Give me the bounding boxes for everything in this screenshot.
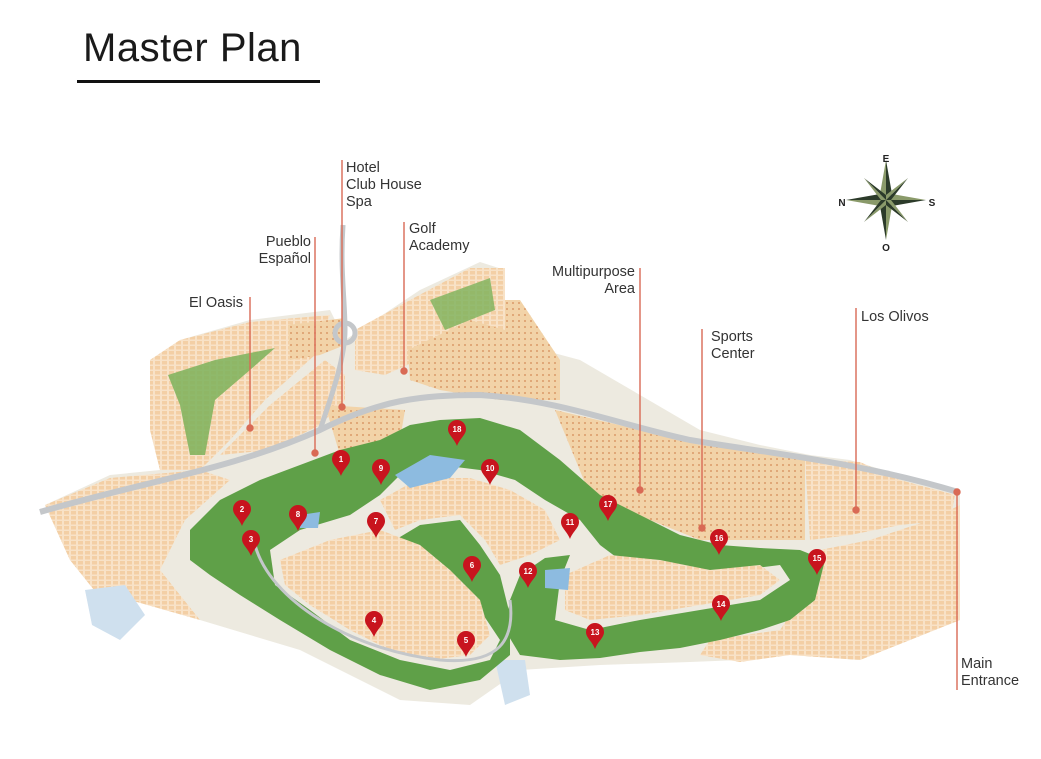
hole-pin-9: 9 bbox=[372, 459, 390, 485]
zone-golf-academy-green bbox=[430, 278, 495, 330]
south-road bbox=[253, 544, 513, 663]
compass-east-label: E bbox=[883, 154, 890, 165]
hole-pin-14: 14 bbox=[712, 595, 730, 621]
hole-number: 18 bbox=[453, 425, 462, 434]
hole-number: 13 bbox=[591, 628, 600, 637]
hole-pin-3: 3 bbox=[242, 530, 260, 556]
map-pin-icon bbox=[712, 595, 730, 621]
map-pin-icon bbox=[710, 529, 728, 555]
map-pin-icon bbox=[332, 450, 350, 476]
zone-hotel-dots bbox=[288, 318, 345, 360]
hole-number: 15 bbox=[813, 554, 822, 563]
golf-inner-housing-2 bbox=[380, 478, 560, 565]
hole-pin-12: 12 bbox=[519, 562, 537, 588]
label-sports: Sports Center bbox=[711, 329, 755, 362]
compass-rose-icon bbox=[846, 160, 926, 240]
label-pueblo: Pueblo Español bbox=[258, 234, 311, 267]
hole-number: 1 bbox=[339, 455, 344, 464]
golf-inner-housing-3 bbox=[565, 555, 780, 620]
leader-dot-pueblo bbox=[311, 449, 319, 457]
compass-south-label: S bbox=[929, 198, 936, 209]
hole-pin-15: 15 bbox=[808, 549, 826, 575]
leader-dot-golf-academy bbox=[400, 367, 408, 375]
map-pin-icon bbox=[289, 505, 307, 531]
hole-pin-13: 13 bbox=[586, 623, 604, 649]
hole-number: 4 bbox=[372, 616, 377, 625]
map-pin-icon bbox=[808, 549, 826, 575]
label-main-entrance: Main Entrance bbox=[961, 656, 1020, 689]
map-pin-icon bbox=[481, 459, 499, 485]
leader-dot-main-entrance bbox=[953, 488, 961, 496]
label-multipurpose: Multipurpose Area bbox=[551, 264, 635, 297]
lake-south bbox=[495, 660, 530, 705]
leader-dot-multipurpose bbox=[636, 486, 644, 494]
zone-multipurpose-dots-2 bbox=[555, 410, 805, 540]
label-golf-academy: Golf Academy bbox=[409, 221, 470, 254]
map-pin-icon bbox=[599, 495, 617, 521]
map-pin-icon bbox=[586, 623, 604, 649]
hole-number: 5 bbox=[464, 636, 469, 645]
map-pin-icon bbox=[372, 459, 390, 485]
pond-1 bbox=[395, 455, 465, 488]
hole-pin-6: 6 bbox=[463, 556, 481, 582]
map-pin-icon bbox=[519, 562, 537, 588]
map-pin-icon bbox=[448, 420, 466, 446]
hole-pin-1: 1 bbox=[332, 450, 350, 476]
hole-number: 16 bbox=[715, 534, 724, 543]
map-pin-icon bbox=[457, 631, 475, 657]
zone-east-entrance bbox=[700, 505, 960, 662]
map-pin-icon bbox=[463, 556, 481, 582]
hotel-roundabout bbox=[332, 320, 358, 346]
zone-el-oasis-green bbox=[168, 348, 275, 455]
hole-number: 3 bbox=[249, 535, 254, 544]
hole-pin-4: 4 bbox=[365, 611, 383, 637]
map-pin-icon bbox=[367, 512, 385, 538]
map-pin-icon bbox=[365, 611, 383, 637]
label-el-oasis: El Oasis bbox=[189, 295, 243, 311]
leader-dot-sports bbox=[698, 524, 706, 532]
hole-pin-7: 7 bbox=[367, 512, 385, 538]
pond-3 bbox=[545, 568, 570, 590]
hole-pin-8: 8 bbox=[289, 505, 307, 531]
hole-pin-5: 5 bbox=[457, 631, 475, 657]
map-pin-icon bbox=[561, 513, 579, 539]
lake-west bbox=[85, 585, 145, 640]
hole-number: 9 bbox=[379, 464, 384, 473]
hole-number: 7 bbox=[374, 517, 379, 526]
compass-north-label: N bbox=[838, 198, 845, 209]
page-title: Master Plan bbox=[83, 26, 302, 70]
label-los-olivos: Los Olivos bbox=[861, 309, 929, 325]
hole-number: 14 bbox=[717, 600, 726, 609]
zone-multipurpose-dots bbox=[408, 300, 560, 400]
compass-west-label: O bbox=[882, 243, 890, 254]
leader-dot-los-olivos bbox=[852, 506, 860, 514]
main-road bbox=[39, 391, 959, 515]
label-hotel: Hotel Club House Spa bbox=[346, 160, 422, 210]
hole-pin-16: 16 bbox=[710, 529, 728, 555]
hole-pin-2: 2 bbox=[233, 500, 251, 526]
hole-number: 17 bbox=[604, 500, 613, 509]
hole-pin-11: 11 bbox=[561, 513, 579, 539]
hole-number: 8 bbox=[296, 510, 301, 519]
map-pin-icon bbox=[242, 530, 260, 556]
hole-number: 6 bbox=[470, 561, 475, 570]
hole-number: 2 bbox=[240, 505, 245, 514]
leader-dot-hotel bbox=[338, 403, 346, 411]
golf-course bbox=[190, 418, 825, 690]
hole-number: 11 bbox=[566, 518, 575, 527]
golf-inner-housing-1 bbox=[280, 530, 490, 660]
zone-west bbox=[45, 470, 230, 620]
zone-los-olivos bbox=[805, 460, 955, 540]
hole-number: 12 bbox=[524, 567, 533, 576]
leader-dot-el-oasis bbox=[246, 424, 254, 432]
map-pin-icon bbox=[233, 500, 251, 526]
hole-pin-17: 17 bbox=[599, 495, 617, 521]
hole-number: 10 bbox=[486, 464, 495, 473]
hole-pin-10: 10 bbox=[481, 459, 499, 485]
title-underline bbox=[77, 80, 320, 83]
hole-pin-18: 18 bbox=[448, 420, 466, 446]
